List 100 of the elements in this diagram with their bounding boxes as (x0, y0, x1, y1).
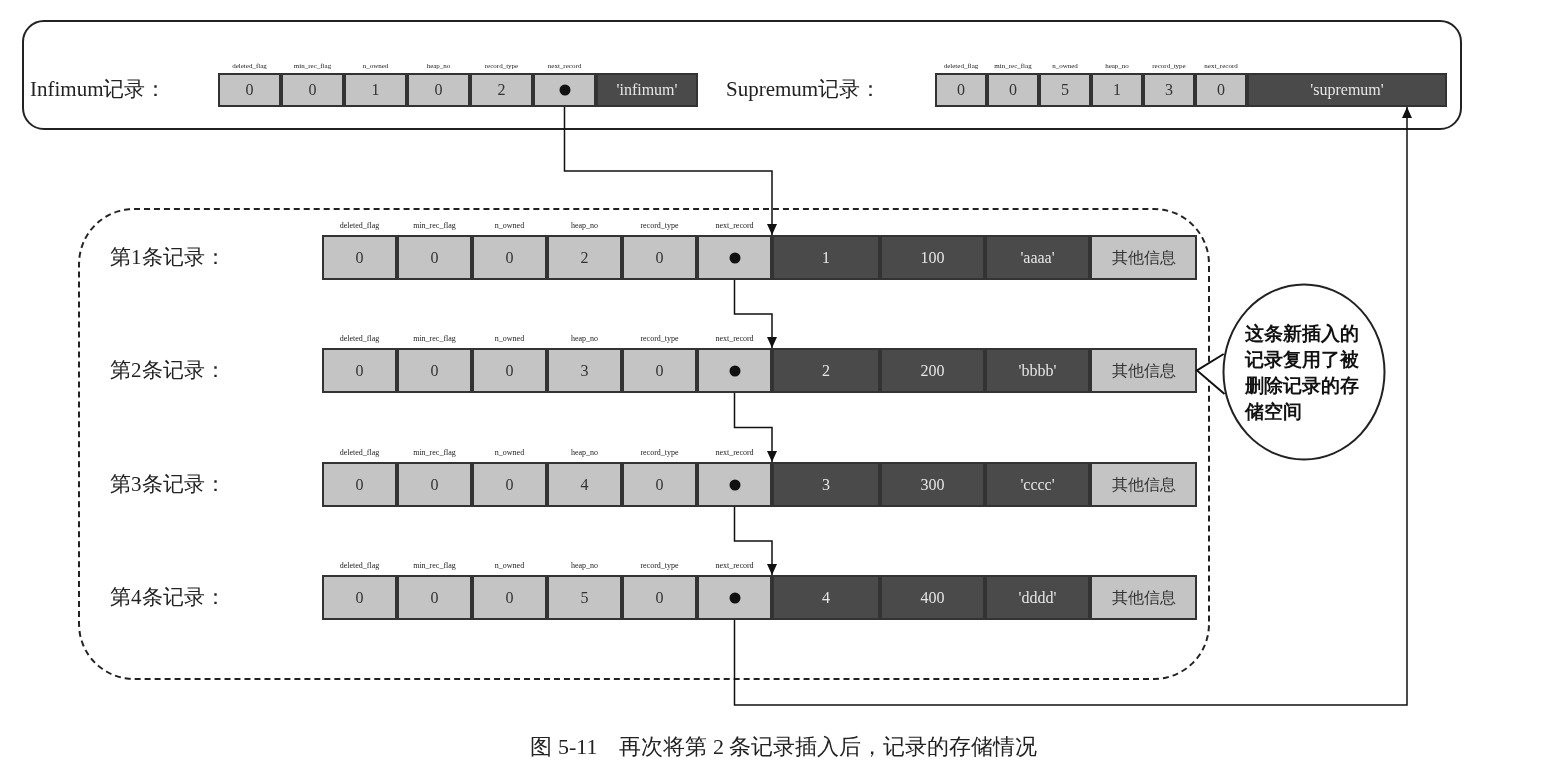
field-header: record_type (640, 222, 679, 230)
callout-tail (1195, 353, 1226, 395)
field-value: 0 (505, 362, 514, 379)
record-field (880, 462, 985, 507)
field-value: 其他信息 (1111, 249, 1176, 266)
field-header: next_record (715, 222, 754, 230)
record-label: 第2条记录： (110, 359, 226, 381)
record-field (772, 235, 880, 280)
field-header: heap_no (570, 449, 599, 457)
record-field (596, 73, 698, 107)
field-header: record_type (640, 562, 679, 570)
field-value: 400 (920, 589, 945, 606)
record-field (985, 235, 1090, 280)
field-value: 200 (920, 362, 945, 379)
field-value: 'bbbb' (1018, 362, 1057, 379)
record-field (880, 348, 985, 393)
field-value: 100 (920, 249, 945, 266)
field-value: 0 (308, 82, 317, 98)
field-value: 'infimum' (616, 82, 678, 98)
field-header: next_record (715, 449, 754, 457)
field-header: deleted_flag (339, 562, 380, 570)
field-value: 2 (497, 82, 506, 98)
record-field (1090, 462, 1197, 507)
arrow (733, 506, 777, 576)
arrow (733, 279, 777, 349)
field-value: 其他信息 (1111, 476, 1176, 493)
arrow (733, 106, 1412, 706)
record-field (772, 462, 880, 507)
field-header: min_rec_flag (413, 335, 456, 343)
field-value: 0 (655, 362, 664, 379)
field-header: record_type (640, 335, 679, 343)
field-value: 300 (920, 476, 945, 493)
field-value: 0 (355, 476, 364, 493)
record-field (1247, 73, 1447, 107)
record-label: 第1条记录： (110, 246, 226, 268)
field-value: 0 (505, 476, 514, 493)
field-value: 0 (505, 249, 514, 266)
caption: 图 5-11 再次将第 2 条记录插入后，记录的存储情况 (530, 733, 1038, 761)
field-value: 1 (371, 82, 380, 98)
field-value: 1 (1113, 82, 1121, 98)
field-value: 0 (430, 249, 439, 266)
record-field (985, 462, 1090, 507)
field-header: min_rec_flag (413, 449, 456, 457)
record-field (985, 575, 1090, 620)
field-value: 其他信息 (1111, 362, 1176, 379)
field-value: 0 (430, 362, 439, 379)
field-header: deleted_flag (339, 335, 380, 343)
field-value: 2 (580, 249, 589, 266)
field-header: n_owned (494, 562, 525, 570)
field-value: 'aaaa' (1020, 249, 1055, 266)
field-header: n_owned (494, 222, 525, 230)
record-field (772, 575, 880, 620)
field-value: 0 (655, 249, 664, 266)
field-value: 0 (430, 476, 439, 493)
arrow (563, 106, 777, 236)
field-header: record_type (640, 449, 679, 457)
field-value: 0 (957, 82, 965, 98)
field-value: 2 (822, 362, 830, 379)
field-header: next_record (715, 562, 754, 570)
field-header: min_rec_flag (413, 562, 456, 570)
record-field (1090, 235, 1197, 280)
field-value: 0 (245, 82, 254, 98)
callout-text: 这条新插入的记录复用了被删除记录的存储空间 (1245, 321, 1360, 424)
field-value: 0 (505, 589, 514, 606)
field-value: 0 (355, 589, 364, 606)
field-value: 0 (655, 476, 664, 493)
record-label: 第3条记录： (110, 473, 226, 495)
field-value: 3 (580, 362, 589, 379)
record-field (1090, 575, 1197, 620)
field-header: heap_no (570, 562, 599, 570)
record-field (985, 348, 1090, 393)
record-field (880, 235, 985, 280)
field-value: 4 (580, 476, 589, 493)
field-value: 0 (434, 82, 443, 98)
record-label: 第4条记录： (110, 586, 226, 608)
field-value: 0 (430, 589, 439, 606)
arrow (733, 392, 777, 463)
field-value: 3 (1165, 82, 1173, 98)
field-value: 1 (822, 249, 830, 266)
field-value: 0 (355, 249, 364, 266)
record-label: Infimum记录： (30, 79, 167, 100)
field-value: 0 (355, 362, 364, 379)
field-value: 4 (822, 589, 830, 606)
field-header: n_owned (494, 449, 525, 457)
field-header: heap_no (570, 222, 599, 230)
field-value: 'dddd' (1018, 589, 1057, 606)
field-value: 0 (1217, 82, 1225, 98)
field-value: 3 (822, 476, 830, 493)
field-header: n_owned (494, 335, 525, 343)
field-value: 0 (1009, 82, 1017, 98)
field-value: 'cccc' (1020, 476, 1055, 493)
field-value: 0 (655, 589, 664, 606)
record-field (1090, 348, 1197, 393)
record-field (880, 575, 985, 620)
record-label: Supremum记录： (726, 79, 882, 100)
field-value: 5 (580, 589, 589, 606)
field-value: 'supremum' (1310, 82, 1384, 98)
field-header: deleted_flag (339, 222, 380, 230)
field-header: next_record (715, 335, 754, 343)
field-value: 5 (1061, 82, 1069, 98)
